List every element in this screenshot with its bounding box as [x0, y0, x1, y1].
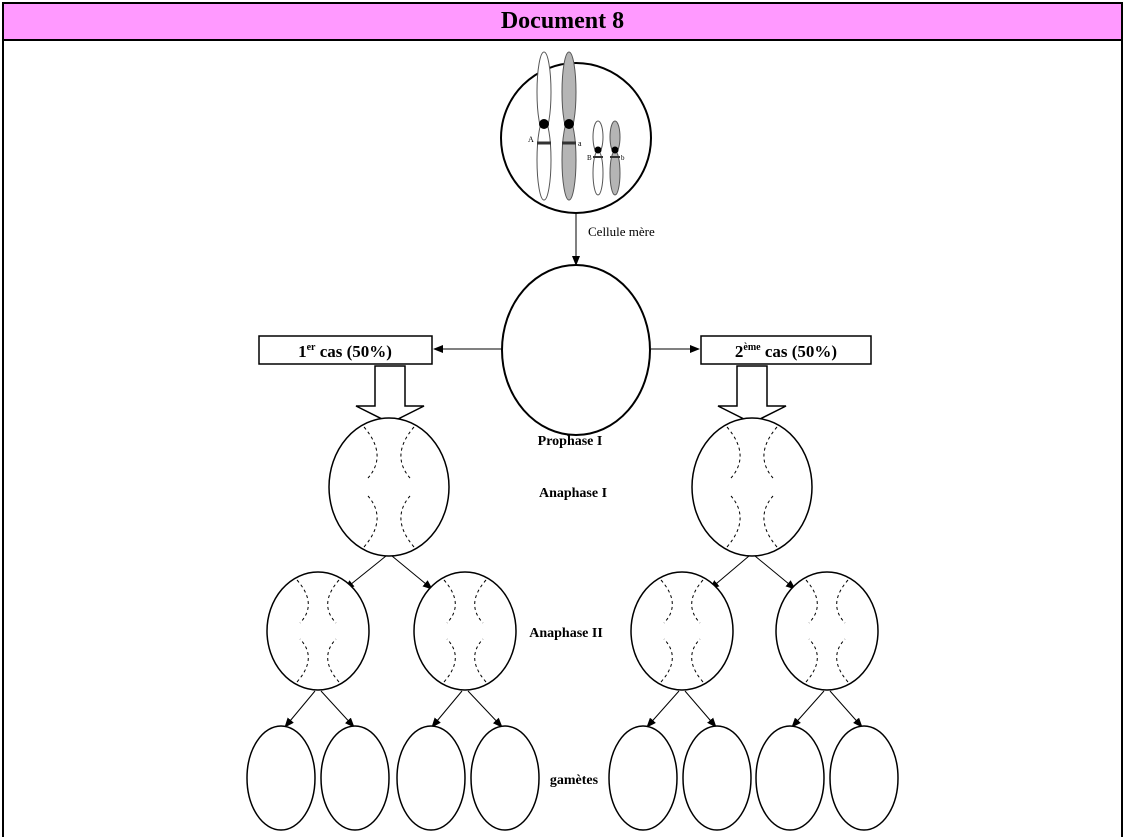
- allele-B-label: B: [587, 154, 592, 162]
- gamete-5: [608, 725, 678, 831]
- case-1-number: 1: [298, 342, 307, 361]
- gamete-7: [755, 725, 825, 831]
- case-1-box: 1er cas (50%): [258, 335, 433, 365]
- prophase-label: Prophase I: [538, 434, 603, 449]
- gamete-1: [246, 725, 316, 831]
- allele-a-label: a: [578, 139, 582, 148]
- mother-cell: A a B b: [500, 51, 652, 214]
- svg-text:1er cas (50%): 1er cas (50%): [298, 342, 392, 361]
- anaphase-2-cell-3: [630, 571, 734, 691]
- chromosome-B: [592, 120, 604, 196]
- case-2-block-arrow: [717, 365, 787, 424]
- allele-A-label: A: [528, 135, 534, 144]
- gametes-row: [246, 725, 899, 831]
- anaphase-1-label: Anaphase I: [539, 486, 607, 501]
- case-1-sup: er: [307, 342, 316, 353]
- chromosome-A: [536, 51, 552, 201]
- document-title: Document 8: [4, 4, 1121, 41]
- case-1-text: cas (50%): [315, 342, 391, 361]
- case-2-sup: ème: [743, 342, 761, 353]
- anaphase-2-label: Anaphase II: [529, 626, 603, 641]
- case-2-box: 2ème cas (50%): [700, 335, 872, 365]
- gamete-4: [470, 725, 540, 831]
- anaphase-2-cell-2: [413, 571, 517, 691]
- gamete-8: [829, 725, 899, 831]
- anaphase-1-cell-left: [328, 417, 450, 557]
- chromosome-a: [561, 51, 577, 201]
- anaphase-2-cell-1: [266, 571, 370, 691]
- anaphase-1-cell-right: [691, 417, 813, 557]
- gamete-3: [396, 725, 466, 831]
- anaphase-2-cell-4: [775, 571, 879, 691]
- case-2-text: cas (50%): [761, 342, 837, 361]
- mother-cell-label: Cellule mère: [588, 224, 655, 239]
- case-2-number: 2: [735, 342, 744, 361]
- gamete-6: [682, 725, 752, 831]
- svg-text:2ème cas (50%): 2ème cas (50%): [735, 342, 837, 361]
- prophase-cell: [501, 264, 651, 436]
- allele-b-label: b: [621, 154, 625, 162]
- chromosome-b: [609, 120, 621, 196]
- case-1-block-arrow: [355, 365, 425, 424]
- gametes-label: gamètes: [550, 773, 599, 788]
- gamete-2: [320, 725, 390, 831]
